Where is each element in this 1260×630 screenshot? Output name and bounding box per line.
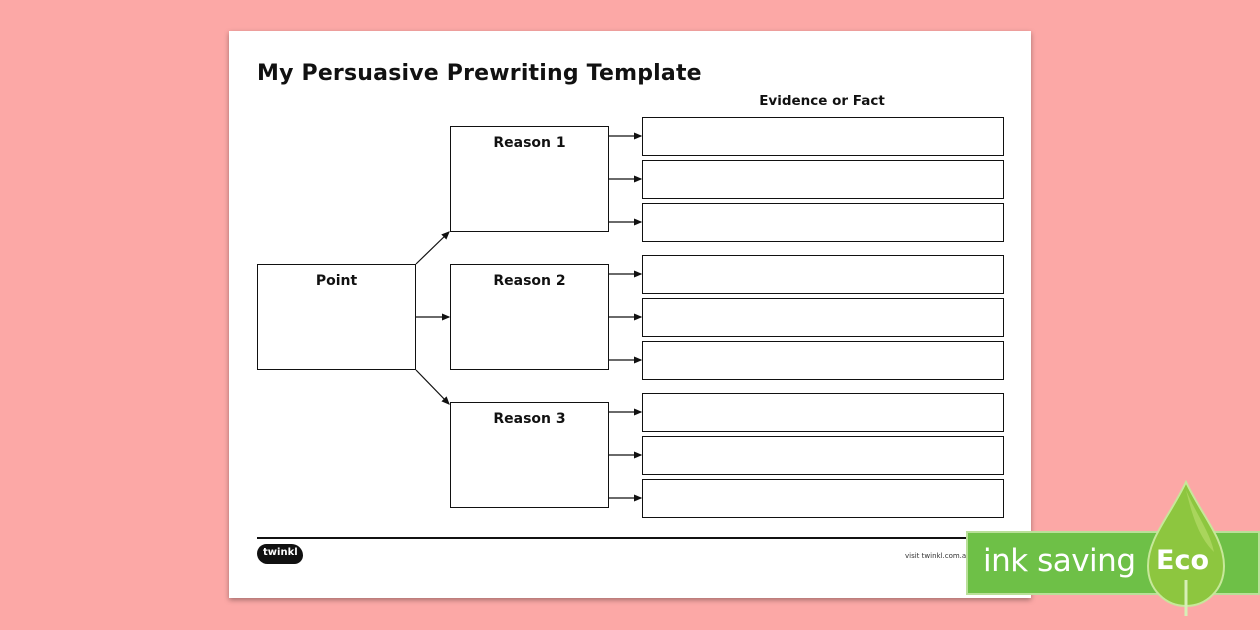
reason-box-3[interactable]: Reason 3 (450, 402, 609, 508)
evidence-box-2-2[interactable] (642, 298, 1004, 337)
footer-url[interactable]: visit twinkl.com.au (905, 552, 971, 560)
worksheet-page: My Persuasive Prewriting Template Eviden… (229, 31, 1031, 598)
arrow-point-reason-3 (415, 369, 450, 405)
twinkl-logo-text: twinkl (263, 547, 298, 558)
footer-divider (257, 537, 1003, 539)
worksheet-title: My Persuasive Prewriting Template (257, 61, 702, 86)
reason-label-3: Reason 3 (493, 411, 566, 427)
point-box[interactable]: Point (257, 264, 416, 370)
arrow-point-reason-1 (415, 231, 450, 265)
ink-saving-label: ink saving (983, 543, 1136, 579)
evidence-box-2-3[interactable] (642, 341, 1004, 380)
eco-leaf-icon (1146, 480, 1226, 616)
reason-label-2: Reason 2 (493, 273, 566, 289)
evidence-box-3-3[interactable] (642, 479, 1004, 518)
evidence-box-2-1[interactable] (642, 255, 1004, 294)
eco-label: Eco (1156, 545, 1209, 576)
evidence-box-1-1[interactable] (642, 117, 1004, 156)
evidence-box-3-2[interactable] (642, 436, 1004, 475)
evidence-box-1-2[interactable] (642, 160, 1004, 199)
reason-label-1: Reason 1 (493, 135, 566, 151)
evidence-box-1-3[interactable] (642, 203, 1004, 242)
evidence-box-3-1[interactable] (642, 393, 1004, 432)
reason-box-2[interactable]: Reason 2 (450, 264, 609, 370)
reason-box-1[interactable]: Reason 1 (450, 126, 609, 232)
point-label: Point (315, 273, 358, 289)
twinkl-logo: twinkl (257, 544, 303, 564)
evidence-header: Evidence or Fact (759, 93, 885, 109)
connector-arrows (415, 132, 643, 502)
